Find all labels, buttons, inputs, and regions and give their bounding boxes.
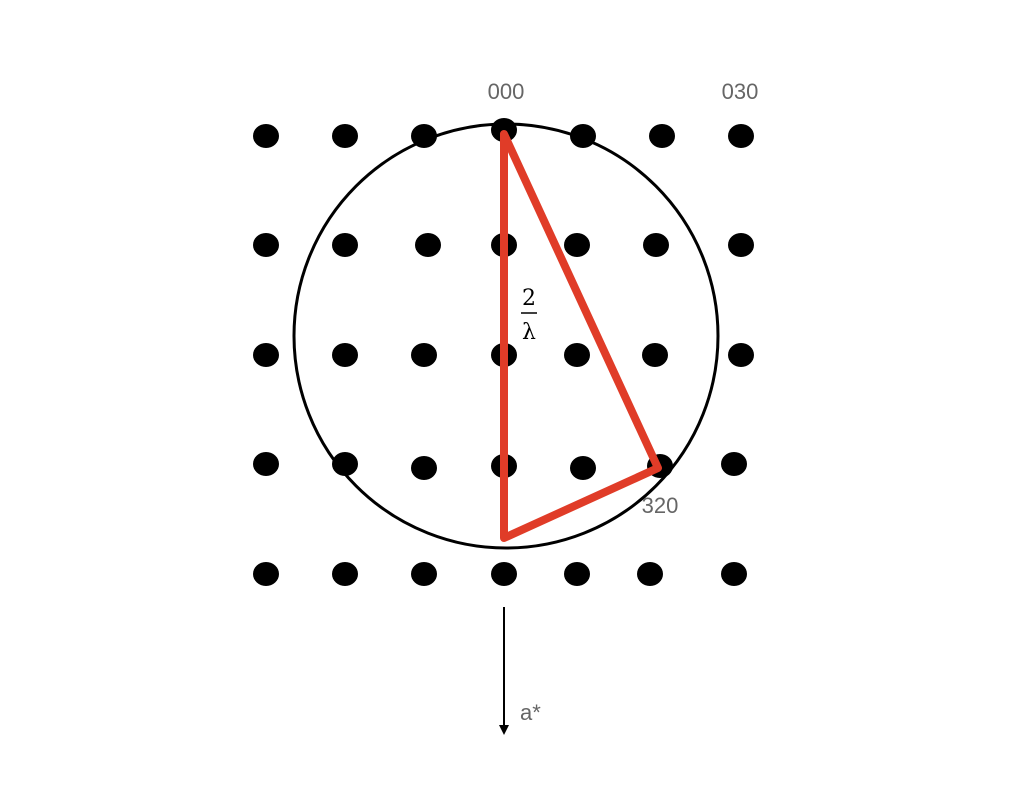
lattice-point xyxy=(728,124,754,148)
diameter-denominator: λ xyxy=(522,320,536,345)
lattice-point xyxy=(570,456,596,480)
lattice-point xyxy=(332,233,358,257)
label-030: 030 xyxy=(722,79,759,104)
diameter-numerator: 2 xyxy=(522,286,536,311)
lattice-point xyxy=(253,562,279,586)
diffraction-triangle xyxy=(500,130,662,542)
lattice-point xyxy=(721,452,747,476)
lattice-point xyxy=(415,233,441,257)
lattice-point xyxy=(253,452,279,476)
lattice-point xyxy=(721,562,747,586)
lattice-point xyxy=(253,233,279,257)
lattice-point xyxy=(491,562,517,586)
lattice-point xyxy=(332,452,358,476)
lattice-point xyxy=(564,562,590,586)
label-320: 320 xyxy=(642,493,679,518)
lattice-point xyxy=(642,343,668,367)
lattice-point xyxy=(411,562,437,586)
lattice-point xyxy=(649,124,675,148)
lattice-point xyxy=(637,562,663,586)
lattice-point xyxy=(253,124,279,148)
lattice-point xyxy=(564,343,590,367)
reciprocal-lattice xyxy=(253,118,754,586)
lattice-point xyxy=(643,233,669,257)
label-000: 000 xyxy=(488,79,525,104)
lattice-point xyxy=(411,456,437,480)
ewald-circle xyxy=(292,122,720,550)
lattice-point xyxy=(728,343,754,367)
a-star-axis-label: a* xyxy=(520,700,541,725)
lattice-point xyxy=(728,233,754,257)
lattice-point xyxy=(332,124,358,148)
lattice-point xyxy=(332,562,358,586)
lattice-point xyxy=(253,343,279,367)
lattice-point xyxy=(564,233,590,257)
lattice-point xyxy=(332,343,358,367)
lattice-point xyxy=(411,343,437,367)
